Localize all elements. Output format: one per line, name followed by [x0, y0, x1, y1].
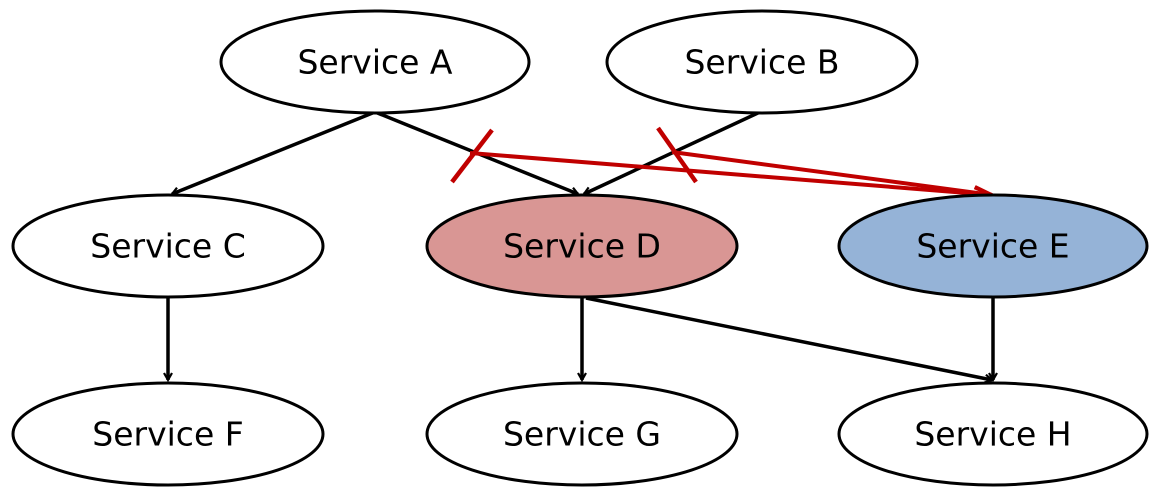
node-service-b[interactable]: Service B: [605, 9, 919, 115]
node-service-h-label: Service H: [914, 415, 1071, 454]
node-service-g-label: Service G: [503, 415, 661, 454]
node-service-c[interactable]: Service C: [11, 193, 325, 299]
node-service-a[interactable]: Service A: [219, 9, 531, 115]
node-service-g[interactable]: Service G: [425, 381, 739, 487]
node-service-e-label: Service E: [916, 227, 1069, 266]
node-service-d[interactable]: Service D: [425, 193, 739, 299]
node-service-b-ellipse: [605, 9, 919, 115]
blocked-mark-b-to-e: [656, 126, 698, 184]
node-service-g-ellipse: [425, 381, 739, 487]
node-service-a-ellipse: [219, 9, 531, 115]
edge-a-to-c: [172, 110, 376, 194]
node-service-e-ellipse: [837, 193, 1149, 299]
edge-d-to-h: [585, 296, 992, 380]
node-service-c-label: Service C: [90, 227, 246, 266]
node-service-c-ellipse: [11, 193, 325, 299]
node-service-h[interactable]: Service H: [837, 381, 1149, 487]
node-service-f[interactable]: Service F: [11, 381, 325, 487]
blocked-edge-b-to-e: [671, 150, 992, 195]
node-service-h-ellipse: [837, 381, 1149, 487]
nodes: Service A Service B Service C Service D …: [11, 9, 1149, 487]
node-service-f-label: Service F: [92, 415, 243, 454]
node-service-b-label: Service B: [684, 43, 839, 82]
node-service-d-ellipse: [425, 193, 739, 299]
node-service-d-label: Service D: [503, 227, 661, 266]
blocked-mark-a-to-e: [450, 128, 494, 184]
node-service-e[interactable]: Service E: [837, 193, 1149, 299]
node-service-f-ellipse: [11, 381, 325, 487]
node-service-a-label: Service A: [297, 43, 452, 82]
blocked-edge-a-to-e: [469, 151, 992, 195]
blocked-edges: [450, 126, 992, 195]
